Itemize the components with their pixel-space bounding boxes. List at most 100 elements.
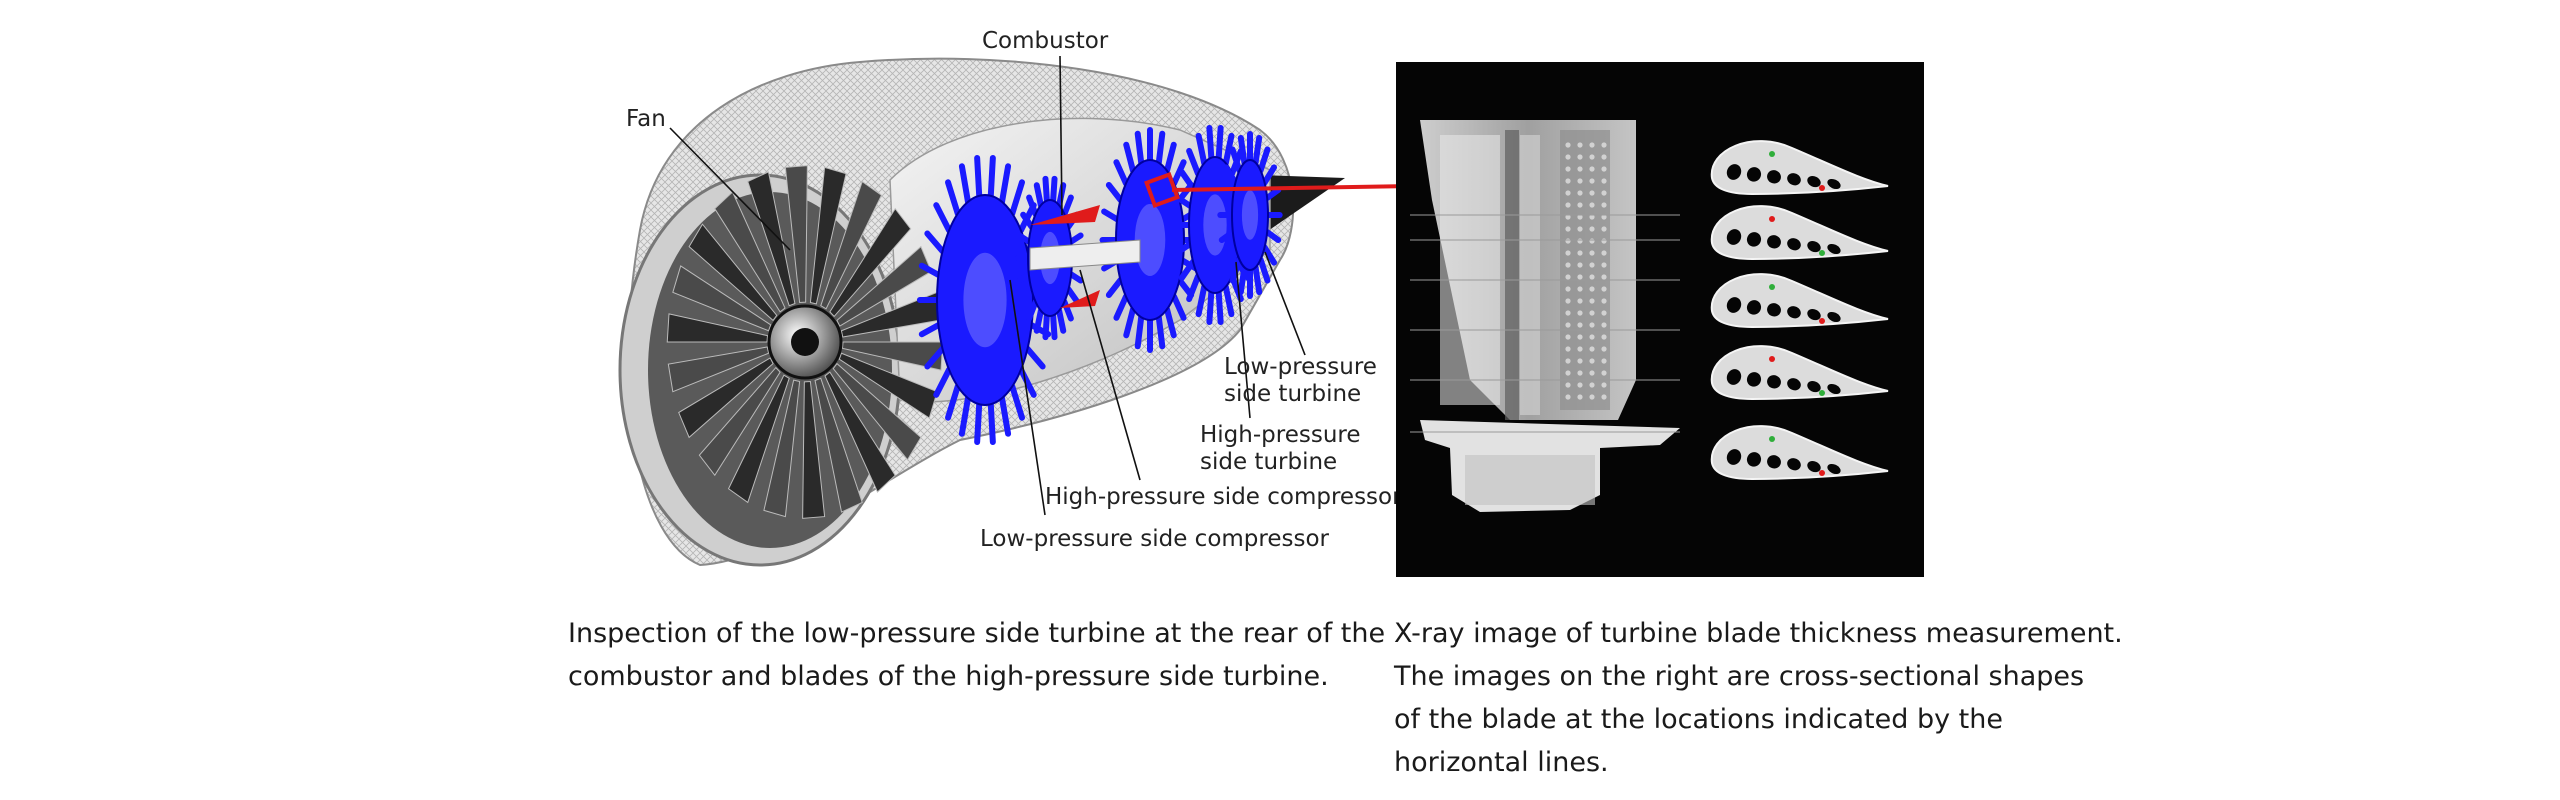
rotor-blade — [1009, 383, 1025, 421]
rotor-hub — [1134, 204, 1166, 276]
cooling-hole — [1601, 382, 1607, 388]
xray-cooling-holes — [1565, 142, 1607, 400]
rotor-blade — [924, 345, 946, 370]
label-combustor: Combustor — [982, 28, 1109, 54]
rotor-blade — [1009, 179, 1025, 217]
cooling-hole — [1565, 190, 1571, 196]
cooling-hole — [1601, 274, 1607, 280]
rotor-blade — [1222, 132, 1235, 167]
rotor-blade — [1134, 314, 1145, 350]
rotor-blade — [1264, 186, 1282, 202]
rotor-blade — [1123, 141, 1136, 174]
cooling-hole — [1577, 382, 1583, 388]
cooling-hole — [1589, 190, 1595, 196]
cooling-hole — [1601, 346, 1607, 352]
rotor-blade — [1218, 228, 1236, 244]
cooling-hole — [1589, 166, 1595, 172]
rotor-blade — [1113, 159, 1129, 187]
blade-cross-section — [1710, 425, 1889, 481]
cooling-hole — [1577, 226, 1583, 232]
rotor-blade — [1178, 169, 1197, 192]
cooling-hole — [1589, 370, 1595, 376]
fan-blade — [824, 371, 896, 493]
rotor-blade — [1215, 289, 1224, 326]
cooling-hole — [1577, 250, 1583, 256]
rotor-blade — [1024, 345, 1046, 370]
rotor-blade — [1134, 130, 1145, 166]
cooling-hole — [1589, 238, 1595, 244]
fan-blade — [667, 346, 770, 393]
caption-xray-line: The images on the right are cross-sectio… — [1394, 661, 2085, 692]
rotor-blade — [1020, 286, 1035, 305]
rotor-blade — [1050, 312, 1058, 341]
rotor-blade — [1264, 228, 1282, 244]
fan-blade — [820, 180, 883, 310]
cooling-hole — [1601, 178, 1607, 184]
rotor-blade — [1061, 194, 1074, 218]
label-hp-turbine-line2: side turbine — [1200, 449, 1337, 475]
cooling-hole — [1577, 202, 1583, 208]
fan-blade — [672, 265, 772, 332]
caption-engine: Inspection of the low-pressure side turb… — [568, 612, 1385, 698]
cooling-hole — [1565, 202, 1571, 208]
cooling-hole — [1577, 274, 1583, 280]
rotor-blade — [987, 401, 996, 445]
measurement-lines — [1410, 214, 1680, 433]
cooling-hole — [1601, 238, 1607, 244]
label-hp-turbine-line1: High-pressure — [1200, 422, 1361, 448]
label-lp-turbine-line2: side turbine — [1224, 381, 1361, 407]
exhaust-cone — [1260, 175, 1345, 235]
blade-cross-section — [1710, 205, 1889, 261]
cooling-hole — [1601, 250, 1607, 256]
rotor-blade — [1164, 306, 1177, 339]
cooling-hole — [1589, 382, 1595, 388]
cooling-hole — [1577, 178, 1583, 184]
rotor-blade — [1186, 273, 1201, 303]
cooling-hole — [1577, 358, 1583, 364]
cooling-hole — [1577, 286, 1583, 292]
cooling-hole — [1601, 370, 1607, 376]
inspection-arrow — [1171, 184, 1411, 192]
label-fan: Fan — [626, 106, 666, 132]
rotor-blade — [1186, 147, 1201, 177]
cooling-hole — [1589, 274, 1595, 280]
leader-lines — [669, 55, 1306, 516]
rotor-blade — [1178, 258, 1197, 281]
rotor-blade — [1174, 241, 1194, 256]
cooling-hole — [1577, 190, 1583, 196]
cooling-hole — [1601, 310, 1607, 316]
rotor-blade — [918, 322, 942, 338]
rotor-blade — [1195, 132, 1208, 167]
cooling-hole — [1565, 154, 1571, 160]
rotor-blade — [1257, 146, 1271, 174]
rotor-blade — [945, 179, 961, 217]
rotor-blade — [933, 366, 953, 398]
rotor-blade — [1016, 271, 1032, 284]
caption-xray-line: of the blade at the locations indicated … — [1394, 704, 2003, 735]
rotor-blade — [1222, 244, 1239, 266]
cooling-hole — [1565, 298, 1571, 304]
cooling-hole — [1577, 310, 1583, 316]
cooling-hole — [1589, 394, 1595, 400]
rotor-blade — [1016, 232, 1032, 245]
cooling-hole — [1589, 262, 1595, 268]
label-lp-turbine-line1: Low-pressure — [1224, 354, 1377, 380]
cooling-hole — [1589, 346, 1595, 352]
blade-cross-section — [1710, 140, 1889, 196]
caption-xray: X-ray image of turbine blade thickness m… — [1394, 612, 2154, 784]
cooling-hole — [1565, 310, 1571, 316]
rotor-blade — [1026, 298, 1039, 322]
rotor-blade — [1155, 130, 1166, 166]
rotor-blade — [987, 155, 996, 199]
fan-blade — [802, 380, 826, 519]
rotor-blade — [999, 395, 1012, 437]
cooling-hole — [1589, 154, 1595, 160]
cooling-hole — [1589, 286, 1595, 292]
fan-blade — [829, 207, 912, 318]
rotor-blade — [1174, 194, 1194, 209]
fan-blade — [809, 166, 847, 305]
cooling-hole — [1601, 154, 1607, 160]
cooling-hole — [1577, 394, 1583, 400]
blade-cross-sections — [1710, 140, 1889, 481]
